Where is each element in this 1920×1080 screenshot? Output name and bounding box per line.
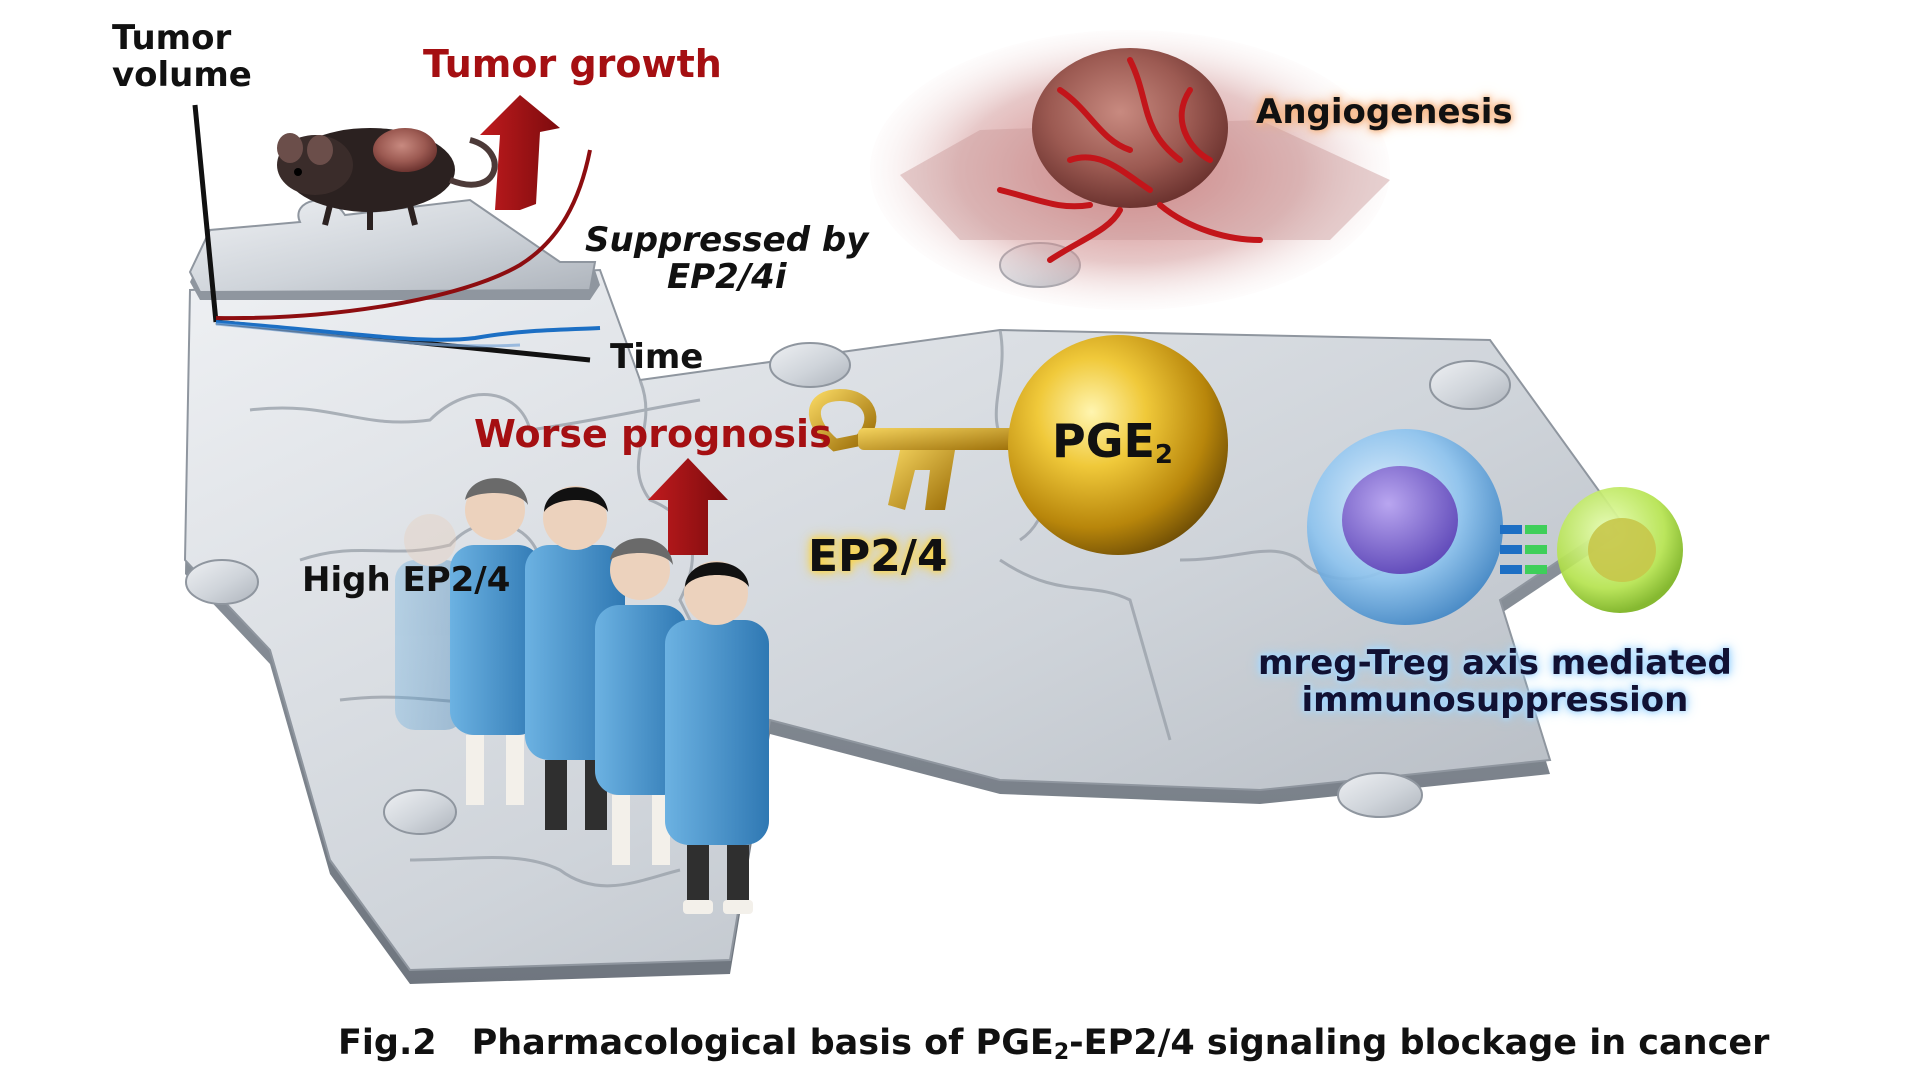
caption-subscript: 2 [1053, 1040, 1070, 1065]
receptor-label: EP2/4 [808, 531, 948, 582]
growth-curve [215, 149, 592, 321]
y-axis [192, 104, 219, 323]
patient-figure [665, 561, 769, 914]
graph-piece-surface [188, 198, 597, 294]
tumor-volume-graph [192, 104, 601, 363]
immunosuppression-label: mreg-Treg axis mediated immunosuppressio… [1258, 643, 1732, 721]
treg-nucleus [1588, 518, 1656, 582]
blood-vessels [997, 57, 1263, 263]
high-ep-label: High EP2/4 [302, 560, 511, 600]
x-axis-label: Time [610, 337, 704, 377]
patient-figure [450, 478, 542, 805]
ligand-subscript: 2 [1154, 440, 1173, 470]
worse-prognosis-label: Worse prognosis [474, 412, 832, 456]
graph-puzzle-piece [188, 198, 600, 300]
immune-cells-illustration [1307, 429, 1683, 625]
y-axis-label: Tumor volume [112, 18, 252, 96]
y-axis-label-line2: volume [112, 55, 252, 96]
angiogenesis-label: Angiogenesis [1256, 92, 1513, 132]
tumor-growth-label: Tumor growth [423, 42, 722, 86]
suppressed-curve [215, 320, 601, 342]
caption-suffix: -EP2/4 signaling blockage in cancer [1069, 1023, 1770, 1063]
suppressed-label-line2: EP2/4i [666, 257, 787, 298]
worse-prognosis-arrow [648, 458, 728, 555]
figure-caption: Fig.2 Pharmacological basis of PGE2-EP2/… [338, 1024, 1769, 1065]
immunosuppression-line1: mreg-Treg axis mediated [1258, 643, 1732, 683]
immunosuppression-line2: immunosuppression [1301, 680, 1689, 721]
patient-figure [595, 538, 687, 865]
suppressed-label-line1: Suppressed by [585, 220, 869, 260]
ligand-label: PGE2 [1052, 416, 1173, 470]
pge2-ball [1008, 335, 1228, 555]
caption-prefix: Fig.2 Pharmacological basis of PGE [338, 1023, 1054, 1063]
ligand-main: PGE [1052, 414, 1155, 468]
tumor-mass [1032, 48, 1228, 208]
patients-illustration [395, 478, 769, 914]
mreg-nucleus [1342, 466, 1458, 574]
y-axis-label-line1: Tumor [112, 18, 232, 58]
ep24-key [809, 388, 1028, 510]
angiogenesis-illustration [870, 30, 1390, 310]
mouse-illustration [277, 128, 498, 230]
puzzle-board-surface [183, 268, 1622, 972]
tumor-growth-arrow [480, 95, 560, 210]
receptor-ligand-pairs [1500, 525, 1547, 574]
suppressed-label: Suppressed by EP2/4i [585, 220, 869, 298]
suppressed-curve-2 [215, 322, 521, 348]
